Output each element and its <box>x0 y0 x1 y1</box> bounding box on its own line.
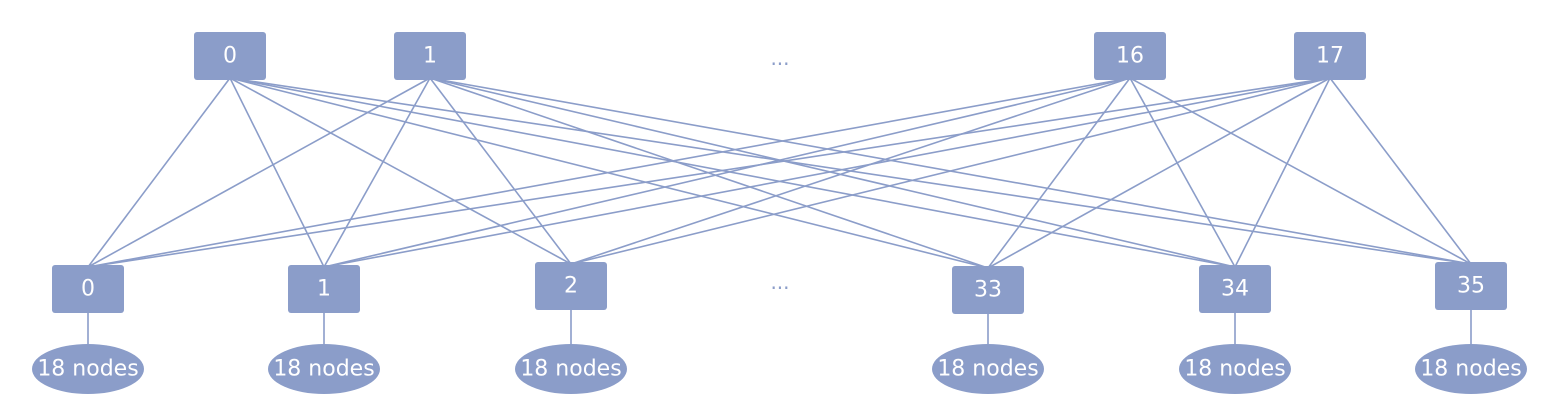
bottom-switch-label: 1 <box>317 277 331 302</box>
top-ellipsis: ... <box>770 46 789 70</box>
node-group-34[interactable]: 18 nodes <box>1179 344 1291 394</box>
node-group-label: 18 nodes <box>37 357 138 382</box>
bottom-switch-label: 34 <box>1221 277 1249 302</box>
node-group-label: 18 nodes <box>1184 357 1285 382</box>
top-switch-17[interactable]: 17 <box>1294 32 1366 80</box>
node-group-label: 18 nodes <box>273 357 374 382</box>
top-switch-label: 16 <box>1116 44 1144 69</box>
node-group-label: 18 nodes <box>520 357 621 382</box>
bottom-switch-label: 33 <box>974 278 1002 303</box>
link-top1-bottom2 <box>429 77 572 265</box>
bottom-switch-box <box>1199 265 1271 313</box>
link-top3-bottom5 <box>1329 77 1472 265</box>
node-group-33[interactable]: 18 nodes <box>932 344 1044 394</box>
link-top3-bottom4 <box>1234 77 1331 268</box>
bottom-switch-33[interactable]: 33 <box>952 266 1024 314</box>
node-group-ellipse <box>1179 344 1291 394</box>
bottom-switch-box <box>1435 262 1507 310</box>
link-top0-bottom4 <box>229 77 1236 268</box>
node-group-35[interactable]: 18 nodes <box>1415 344 1527 394</box>
bottom-switch-34[interactable]: 34 <box>1199 265 1271 313</box>
top-switch-1[interactable]: 1 <box>394 32 466 80</box>
top-switch-box <box>394 32 466 80</box>
link-top2-bottom1 <box>323 77 1131 268</box>
node-group-1[interactable]: 18 nodes <box>268 344 380 394</box>
bottom-ellipsis: ... <box>770 270 789 294</box>
bottom-switch-2[interactable]: 2 <box>535 262 607 310</box>
link-top0-bottom2 <box>229 77 572 265</box>
link-top0-bottom1 <box>229 77 325 268</box>
bottom-switch-0[interactable]: 0 <box>52 265 124 313</box>
top-switch-0[interactable]: 0 <box>194 32 266 80</box>
link-top2-bottom2 <box>570 77 1131 265</box>
top-switch-box <box>1094 32 1166 80</box>
bottom-switch-35[interactable]: 35 <box>1435 262 1507 310</box>
link-top3-bottom2 <box>570 77 1331 265</box>
link-top2-bottom3 <box>987 77 1131 269</box>
bottom-switch-1[interactable]: 1 <box>288 265 360 313</box>
node-group-ellipse <box>32 344 144 394</box>
link-top0-bottom0 <box>87 77 231 268</box>
bottom-switch-box <box>535 262 607 310</box>
link-top1-bottom0 <box>87 77 431 268</box>
node-group-ellipse <box>268 344 380 394</box>
bottom-switch-row: 0 1 2 33 34 35 <box>52 262 1507 314</box>
bottom-switch-label: 2 <box>564 274 578 299</box>
link-top3-bottom1 <box>323 77 1331 268</box>
link-top3-bottom3 <box>987 77 1331 269</box>
bottom-switch-box <box>52 265 124 313</box>
link-top1-bottom1 <box>323 77 431 268</box>
link-top2-bottom4 <box>1129 77 1236 268</box>
connection-links <box>87 77 1472 269</box>
link-top1-bottom4 <box>429 77 1236 268</box>
top-switch-16[interactable]: 16 <box>1094 32 1166 80</box>
bottom-switch-box <box>288 265 360 313</box>
top-switch-box <box>194 32 266 80</box>
node-group-ellipse <box>932 344 1044 394</box>
link-top3-bottom0 <box>87 77 1331 268</box>
node-group-0[interactable]: 18 nodes <box>32 344 144 394</box>
top-switch-label: 17 <box>1316 44 1344 69</box>
node-group-ellipse <box>1415 344 1527 394</box>
bottom-switch-box <box>952 266 1024 314</box>
top-switch-box <box>1294 32 1366 80</box>
node-group-ellipse <box>515 344 627 394</box>
node-stems <box>87 310 1472 344</box>
node-group-label: 18 nodes <box>937 357 1038 382</box>
bottom-switch-label: 0 <box>81 277 95 302</box>
top-switch-label: 0 <box>223 44 237 69</box>
node-group-row: 18 nodes 18 nodes 18 nodes 18 nodes 18 nodes… <box>32 344 1527 394</box>
link-top2-bottom5 <box>1129 77 1472 265</box>
top-switch-label: 1 <box>423 44 437 69</box>
top-switch-row: 0 1 16 17 <box>194 32 1366 80</box>
node-group-label: 18 nodes <box>1420 357 1521 382</box>
node-group-2[interactable]: 18 nodes <box>515 344 627 394</box>
link-top2-bottom0 <box>87 77 1131 268</box>
bottom-switch-label: 35 <box>1457 274 1485 299</box>
